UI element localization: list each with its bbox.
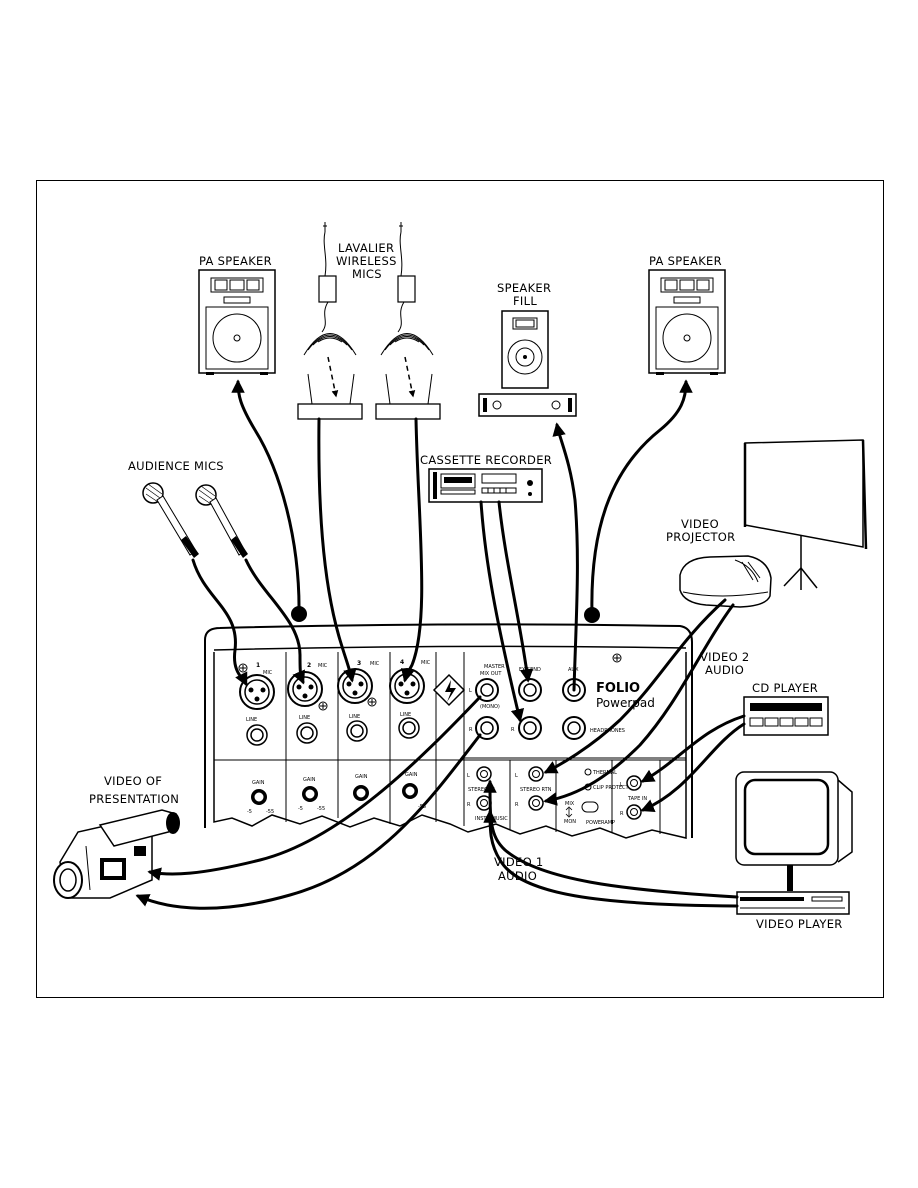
lavalier-label-3: MICS (352, 267, 382, 281)
mono-label: (MONO) (480, 704, 500, 710)
pa-speaker-left (198, 269, 276, 375)
ch1-number: 1 (256, 662, 260, 669)
cable-cassette-to-fx-2 (497, 500, 534, 683)
stereo-in-label: STEREO IN (468, 787, 495, 793)
cassette-recorder-label: CASSETTE RECORDER (420, 453, 552, 467)
cable-receiver-2 (401, 417, 424, 683)
brand-powerpad: Powerpad (596, 696, 655, 710)
video2-audio-label-1: VIDEO 2 (700, 650, 750, 664)
video-projector-label-2: PROJECTOR (666, 530, 735, 544)
cable-pa-right (590, 379, 693, 617)
mix-label: MIX (565, 801, 575, 807)
ch2-gain-max: -55 (317, 806, 325, 812)
ch3-line-label: LINE (349, 714, 360, 720)
ch3-gain-label: GAIN (355, 774, 368, 780)
cable-audience-mic-2 (244, 558, 305, 685)
stereo-in-l: L (467, 773, 470, 779)
pa-speaker-left-label: PA SPEAKER (199, 254, 272, 268)
cable-cd-tape-r (640, 722, 746, 812)
wireless-receiver-2 (375, 373, 441, 420)
video-projector (679, 555, 772, 608)
lavalier-mic-1 (303, 222, 357, 398)
speaker-fill-label-1: SPEAKER (497, 281, 551, 295)
ch3-mic-label: MIC (370, 661, 380, 667)
cd-player (743, 696, 829, 736)
master-out-label-2: MIX OUT (480, 671, 502, 677)
diagram-frame (36, 180, 884, 998)
ch1-gain-min: -5 (247, 809, 252, 815)
wireless-receiver-1 (297, 373, 363, 420)
cable-master-cam-2 (135, 733, 482, 910)
ch4-mic-label: MIC (421, 660, 431, 666)
poweramp-label: POWERAMP (586, 820, 615, 826)
stereo-in-r: R (467, 802, 471, 808)
mon-label: MON (564, 819, 576, 825)
amplifier (478, 393, 577, 417)
lavalier-label-1: LAVALIER (338, 241, 394, 255)
tape-in-r: R (620, 811, 624, 817)
audience-mic-1 (142, 482, 199, 558)
cable-aux-to-amp (552, 422, 579, 692)
stereo-rtn-label: STEREO RTN (520, 787, 552, 793)
cable-video-player-r (483, 809, 739, 908)
ch2-number: 2 (307, 662, 311, 669)
video-projector-label-1: VIDEO (681, 517, 719, 531)
video-player (736, 891, 850, 915)
stereo-rtn-r: R (515, 802, 519, 808)
audience-mics-label: AUDIENCE MICS (128, 459, 224, 473)
video1-audio-label-2: AUDIO (498, 869, 537, 883)
camcorder (53, 809, 180, 899)
cassette-recorder (428, 468, 543, 503)
video1-audio-label-1: VIDEO 1 (494, 855, 544, 869)
lavalier-mic-2 (380, 222, 434, 398)
fx-r: R (511, 727, 515, 733)
lavalier-label-2: WIRELESS (336, 254, 397, 268)
projection-screen (743, 439, 868, 590)
ch2-line-label: LINE (299, 715, 310, 721)
master-l: L (469, 688, 472, 694)
ch4-number: 4 (400, 659, 404, 666)
master-out-label-1: MASTER (484, 664, 505, 670)
speaker-fill (501, 310, 549, 389)
thermal-label: THERMAL (592, 770, 617, 776)
ch2-gain-min: -5 (298, 806, 303, 812)
stereo-rtn-l: L (515, 773, 518, 779)
audience-mic-2 (195, 484, 248, 558)
pa-speaker-right (648, 269, 726, 375)
ch3-number: 3 (357, 660, 361, 667)
video-of-presentation-label-2: PRESENTATION (89, 792, 179, 806)
cable-pa-left (231, 379, 301, 616)
cd-player-label: CD PLAYER (752, 681, 818, 695)
cable-projector-rtn-r (543, 603, 735, 806)
ch2-gain-label: GAIN (303, 777, 316, 783)
master-r: R (469, 727, 473, 733)
ch4-gain-label: GAIN (405, 772, 418, 778)
clip-protect-label: CLIP PROTECT (593, 785, 629, 791)
cable-audience-mic-1 (191, 558, 248, 687)
ch1-gain-label: GAIN (252, 780, 265, 786)
pa-speaker-right-label: PA SPEAKER (649, 254, 722, 268)
cables (135, 379, 746, 910)
tape-in-l: L (620, 782, 623, 788)
television (735, 771, 853, 891)
cable-cd-tape-l (640, 714, 746, 783)
brand-folio: FOLIO (596, 681, 640, 696)
speaker-fill-label-2: FILL (513, 294, 537, 308)
video-player-label: VIDEO PLAYER (756, 917, 843, 931)
video-of-presentation-label-1: VIDEO OF (104, 774, 162, 788)
cable-projector-rtn-l (543, 598, 727, 774)
ch1-gain-max: -55 (266, 809, 274, 815)
cable-master-cam-1 (147, 695, 482, 881)
ch1-line-label: LINE (246, 717, 257, 723)
fx-send-label: FX SEND (519, 667, 541, 673)
ch2-mic-label: MIC (318, 663, 328, 669)
video2-audio-label-2: AUDIO (705, 663, 744, 677)
cable-receiver-1 (317, 417, 357, 683)
ch1-mic-label: MIC (263, 670, 273, 676)
ch4-line-label: LINE (400, 712, 411, 718)
tape-in-label: TAPE IN (627, 796, 647, 802)
cable-cassette-to-fx (479, 500, 525, 723)
